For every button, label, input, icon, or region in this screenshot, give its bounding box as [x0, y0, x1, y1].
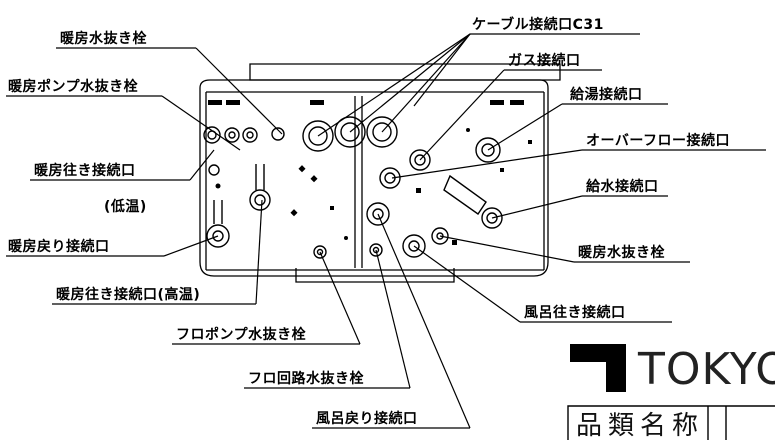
label-cable-connection: ケーブル接続口C31 [472, 17, 604, 33]
label-heating-drain-top: 暖房水抜き栓 [60, 31, 147, 47]
leader-lines [6, 33, 766, 429]
label-heating-pump-drain: 暖房ポンプ水抜き栓 [8, 79, 139, 95]
label-bath-outflow: 風呂往き接続口 [524, 305, 626, 321]
label-overflow-connection: オーバーフロー接続口 [586, 133, 731, 149]
title-box-text: 品類名称 [576, 411, 705, 440]
small-marks [215, 128, 532, 245]
title-box [567, 405, 775, 440]
top-rail [249, 63, 561, 81]
label-heating-drain-right: 暖房水抜き栓 [578, 245, 665, 261]
label-heating-outflow-high: 暖房往き接続口(高温) [56, 287, 201, 303]
tokyo-logo-text: TOKYO [638, 344, 775, 395]
label-gas-connection: ガス接続口 [508, 53, 581, 69]
label-hot-water-supply: 給湯接続口 [570, 87, 643, 103]
label-heating-outflow-low: 暖房往き接続口 [34, 163, 136, 179]
label-low-temp: (低温) [104, 199, 147, 215]
label-bath-return: 風呂戻り接続口 [316, 411, 418, 427]
label-bath-pump-drain: フロポンプ水抜き栓 [176, 327, 307, 343]
fittings [203, 116, 503, 259]
label-heating-return: 暖房戻り接続口 [8, 239, 110, 255]
unit-outline [199, 79, 549, 277]
tokyo-gas-logo-mark [570, 344, 626, 392]
label-water-supply: 給水接続口 [586, 179, 659, 195]
corner-brackets [208, 100, 524, 105]
label-bath-circuit-drain: フロ回路水抜き栓 [248, 371, 364, 387]
